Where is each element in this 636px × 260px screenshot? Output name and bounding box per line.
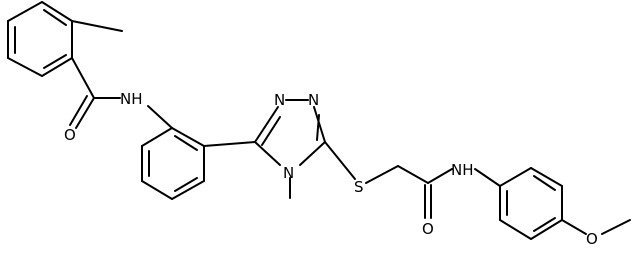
aryl-o-bond <box>561 219 587 235</box>
nh-to-anisyl-bond <box>474 168 501 187</box>
ch2-carbonyl-bond <box>397 165 429 184</box>
carbonyl-double-bond-left <box>75 97 95 129</box>
aryl-methyl-bond <box>71 20 123 32</box>
phenyl-triazole-bond <box>203 141 256 147</box>
carbonyl-double-bond-left-2 <box>69 95 88 126</box>
methoxyphenyl-ring <box>499 167 563 240</box>
amide-nh-label-right: NH <box>451 161 474 179</box>
triazole-s-bond <box>324 141 356 180</box>
ring-carbonyl-bond <box>71 57 95 99</box>
thioether-s-label: S <box>354 178 364 196</box>
amide-nh-label-left: NH <box>120 90 143 108</box>
methoxy-o-label: O <box>586 230 598 248</box>
phenyl-ring-center <box>141 127 205 200</box>
s-ch2-bond <box>365 165 399 184</box>
amide-c-n-bond-right <box>427 168 453 184</box>
triazole-n2-label: N <box>308 91 319 109</box>
toluene-ring <box>7 1 73 77</box>
triazole-n1-label: N <box>274 91 285 109</box>
triazole-n4-label: N <box>283 164 294 182</box>
carbonyl-o-label-left: O <box>64 126 76 144</box>
nh-to-phenyl-bond <box>147 105 173 129</box>
triazole-ring <box>254 99 326 166</box>
carbonyl-o-label-right: O <box>422 220 434 238</box>
o-methyl-bond <box>601 219 631 235</box>
